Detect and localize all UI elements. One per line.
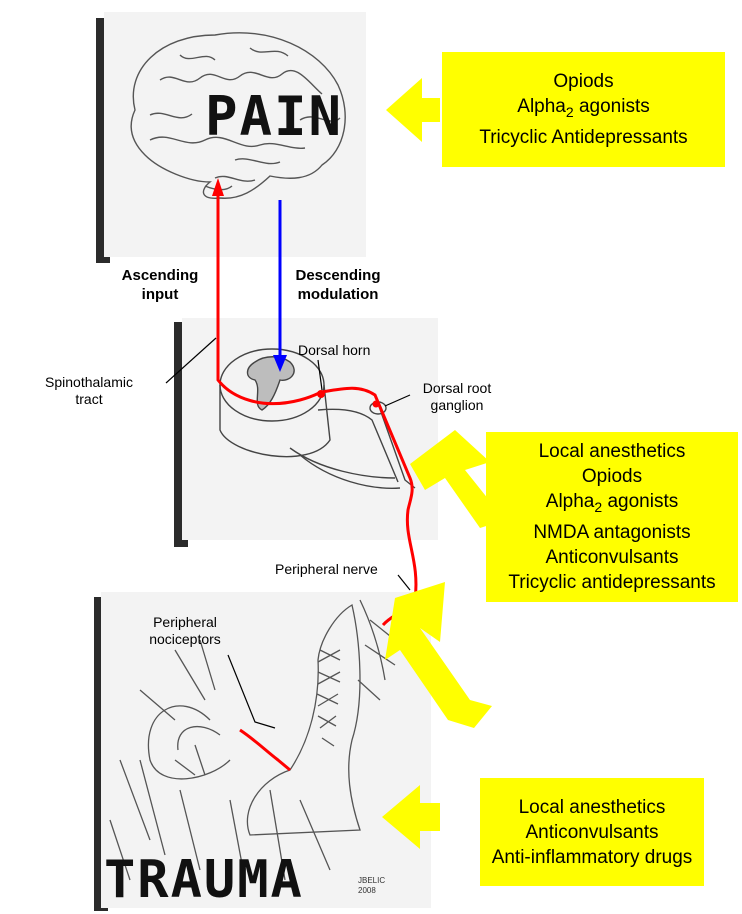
descending-modulation-label: Descending modulation: [283, 266, 393, 304]
trauma-upper-yellow-arrow: [385, 582, 492, 728]
brain-drug-alpha2: Alpha2 agonists: [442, 94, 725, 125]
peripheral-nociceptors-label: Peripheral nociceptors: [130, 614, 240, 648]
spine-drug-anticonvulsants: Anticonvulsants: [486, 545, 738, 570]
spine-drug-alpha2: Alpha2 agonists: [486, 489, 738, 520]
spinothalamic-tract-label: Spinothalamic tract: [14, 374, 164, 408]
ascending-label-line1: Ascending: [110, 266, 210, 285]
artist-signature: JBELIC 2008: [358, 876, 398, 896]
nociceptors-line2: nociceptors: [130, 631, 240, 648]
dorsal-root-line1: Dorsal root: [412, 380, 502, 397]
dorsal-horn-label: Dorsal horn: [298, 342, 370, 359]
dorsal-horn-dot: [317, 390, 325, 398]
trauma-drug-box: Local anesthetics Anticonvulsants Anti-i…: [480, 778, 704, 886]
peripheral-nerve-leader: [398, 575, 410, 590]
ascending-input-label: Ascending input: [110, 266, 210, 304]
ascending-label-line2: input: [110, 285, 210, 304]
nociceptors-line1: Peripheral: [130, 614, 240, 631]
spinothalamic-line1: Spinothalamic: [14, 374, 164, 391]
pain-word: PAIN: [205, 85, 343, 148]
dorsal-root-dot: [373, 401, 380, 408]
spine-drug-nmda: NMDA antagonists: [486, 520, 738, 545]
peripheral-nerve-label: Peripheral nerve: [275, 561, 378, 578]
dorsal-root-line2: ganglion: [412, 397, 502, 414]
nociceptors-leader: [228, 655, 275, 728]
brain-drug-box: Opiods Alpha2 agonists Tricyclic Antidep…: [442, 52, 725, 167]
brain-yellow-arrow: [386, 78, 440, 142]
descending-label-line2: modulation: [283, 285, 393, 304]
trauma-lower-yellow-arrow: [382, 785, 440, 849]
spinothalamic-line2: tract: [14, 391, 164, 408]
ascending-arrowhead: [212, 178, 224, 196]
dorsal-root-ganglion-label: Dorsal root ganglion: [412, 380, 502, 414]
spine-drug-opioids: Opiods: [486, 464, 738, 489]
spine-drug-local-anesthetics: Local anesthetics: [486, 439, 738, 464]
trauma-drug-local-anesthetics: Local anesthetics: [480, 795, 704, 820]
brain-drug-tca: Tricyclic Antidepressants: [442, 125, 725, 150]
trauma-drug-anti-inflammatory: Anti-inflammatory drugs: [480, 845, 704, 870]
spine-drug-box: Local anesthetics Opiods Alpha2 agonists…: [486, 432, 738, 602]
descending-label-line1: Descending: [283, 266, 393, 285]
dorsal-root-leader: [385, 395, 410, 406]
spinothalamic-leader: [166, 338, 216, 383]
trauma-word: TRAUMA: [104, 850, 304, 910]
brain-drug-opioids: Opiods: [442, 69, 725, 94]
trauma-drug-anticonvulsants: Anticonvulsants: [480, 820, 704, 845]
nociceptor-fiber: [240, 730, 290, 770]
spine-drug-tca: Tricyclic antidepressants: [486, 570, 738, 595]
